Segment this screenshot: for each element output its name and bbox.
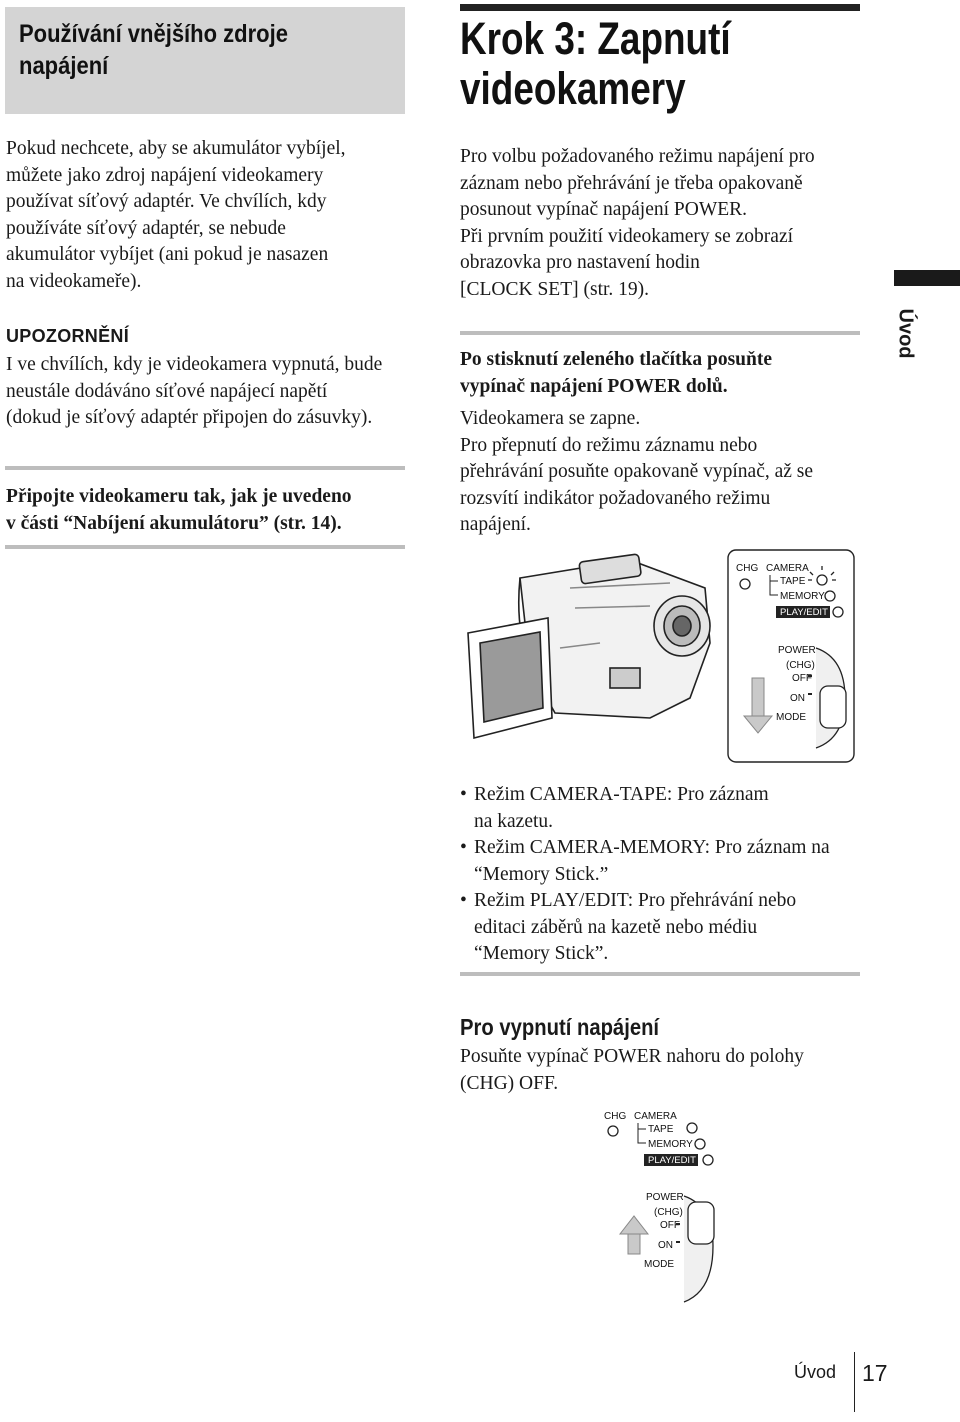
section-header-box: Používání vnějšího zdroje napájení: [5, 7, 405, 114]
caution-text: I ve chvílích, kdy je videokamera vypnut…: [6, 354, 383, 428]
camera-label: CAMERA: [634, 1111, 677, 1122]
list-item: Režim CAMERA-TAPE: Pro záznam na kazetu.: [460, 782, 865, 835]
camera-illustration: CHG CAMERA TAPE MEMORY PLAY/EDIT POWER (…: [467, 549, 855, 763]
on-label: ON: [658, 1240, 673, 1251]
memory-label: MEMORY: [780, 591, 825, 602]
panel-frame: [727, 549, 855, 763]
on-label: ON: [790, 693, 805, 704]
connect-rule-bottom: [5, 545, 405, 549]
tape-label: TAPE: [780, 576, 806, 587]
camera-label: CAMERA: [766, 563, 809, 574]
chg-label: CHG: [604, 1111, 626, 1122]
arrow-up-icon: [618, 1215, 650, 1235]
page-title: Krok 3: Zapnutí videokamery: [460, 13, 731, 114]
external-power-paragraph: Pokud nechcete, aby se akumulátor vybíje…: [6, 138, 346, 292]
play-edit-lamp: [832, 606, 844, 618]
side-tab-bar: [894, 270, 960, 286]
footer-section-name: Úvod: [794, 1362, 837, 1382]
connect-instruction: Připojte videokameru tak, jak je uvedeno…: [6, 486, 352, 534]
power-label: POWER: [778, 645, 816, 656]
page-number: 17: [862, 1360, 888, 1386]
mode-list: Režim CAMERA-TAPE: Pro záznam na kazetu.…: [460, 782, 865, 968]
off-label: OFF: [660, 1220, 680, 1231]
off-label: OFF: [792, 673, 812, 684]
tape-label: TAPE: [648, 1124, 674, 1135]
chg-lamp: [739, 578, 751, 590]
footer-divider: [854, 1352, 855, 1412]
connect-rule-top: [5, 466, 405, 470]
memory-lamp: [694, 1138, 706, 1150]
power-switch-knob: [819, 685, 847, 729]
step-rule: [460, 331, 860, 335]
side-tab-label: Úvod: [894, 308, 917, 359]
mode-indicator-panel: CHG CAMERA TAPE MEMORY PLAY/EDIT POWER (…: [736, 563, 847, 749]
section-title: Používání vnějšího zdroje napájení: [19, 20, 288, 80]
list-item: Režim PLAY/EDIT: Pro přehrávání nebo edi…: [460, 888, 865, 968]
play-edit-label: PLAY/EDIT: [780, 607, 828, 618]
mode-label: MODE: [644, 1259, 674, 1270]
power-off-text: Posuňte vypínač POWER nahoru do polohy (…: [460, 1046, 804, 1094]
chg-paren-label: (CHG): [786, 660, 815, 671]
list-item: Režim CAMERA-MEMORY: Pro záznam na “Memo…: [460, 835, 865, 888]
mode-label: MODE: [776, 712, 806, 723]
tape-lamp: [816, 574, 828, 586]
chg-label: CHG: [736, 563, 758, 574]
tape-lamp: [686, 1122, 698, 1134]
power-off-heading: Pro vypnutí napájení: [460, 1014, 660, 1040]
memory-lamp: [824, 590, 836, 602]
intro-paragraph: Pro volbu požadovaného režimu napájení p…: [460, 146, 815, 300]
chg-lamp: [607, 1125, 619, 1137]
caution-heading: UPOZORNĚNÍ: [6, 326, 130, 346]
play-edit-label: PLAY/EDIT: [648, 1155, 696, 1166]
arrow-down-icon: [742, 715, 774, 734]
step-text: Videokamera se zapne. Pro přepnutí do re…: [460, 408, 814, 535]
power-off-illustration: CHG CAMERA TAPE MEMORY PLAY/EDIT POWER (…: [604, 1111, 715, 1303]
power-switch-knob: [687, 1201, 715, 1245]
camcorder-drawing: [467, 553, 711, 740]
memory-label: MEMORY: [648, 1139, 693, 1150]
title-rule: [460, 4, 860, 11]
step-heading: Po stisknutí zeleného tlačítka posuňte v…: [460, 349, 773, 397]
play-edit-lamp: [702, 1154, 714, 1166]
chg-paren-label: (CHG): [654, 1207, 683, 1218]
power-label: POWER: [646, 1192, 684, 1203]
list-rule: [460, 972, 860, 976]
